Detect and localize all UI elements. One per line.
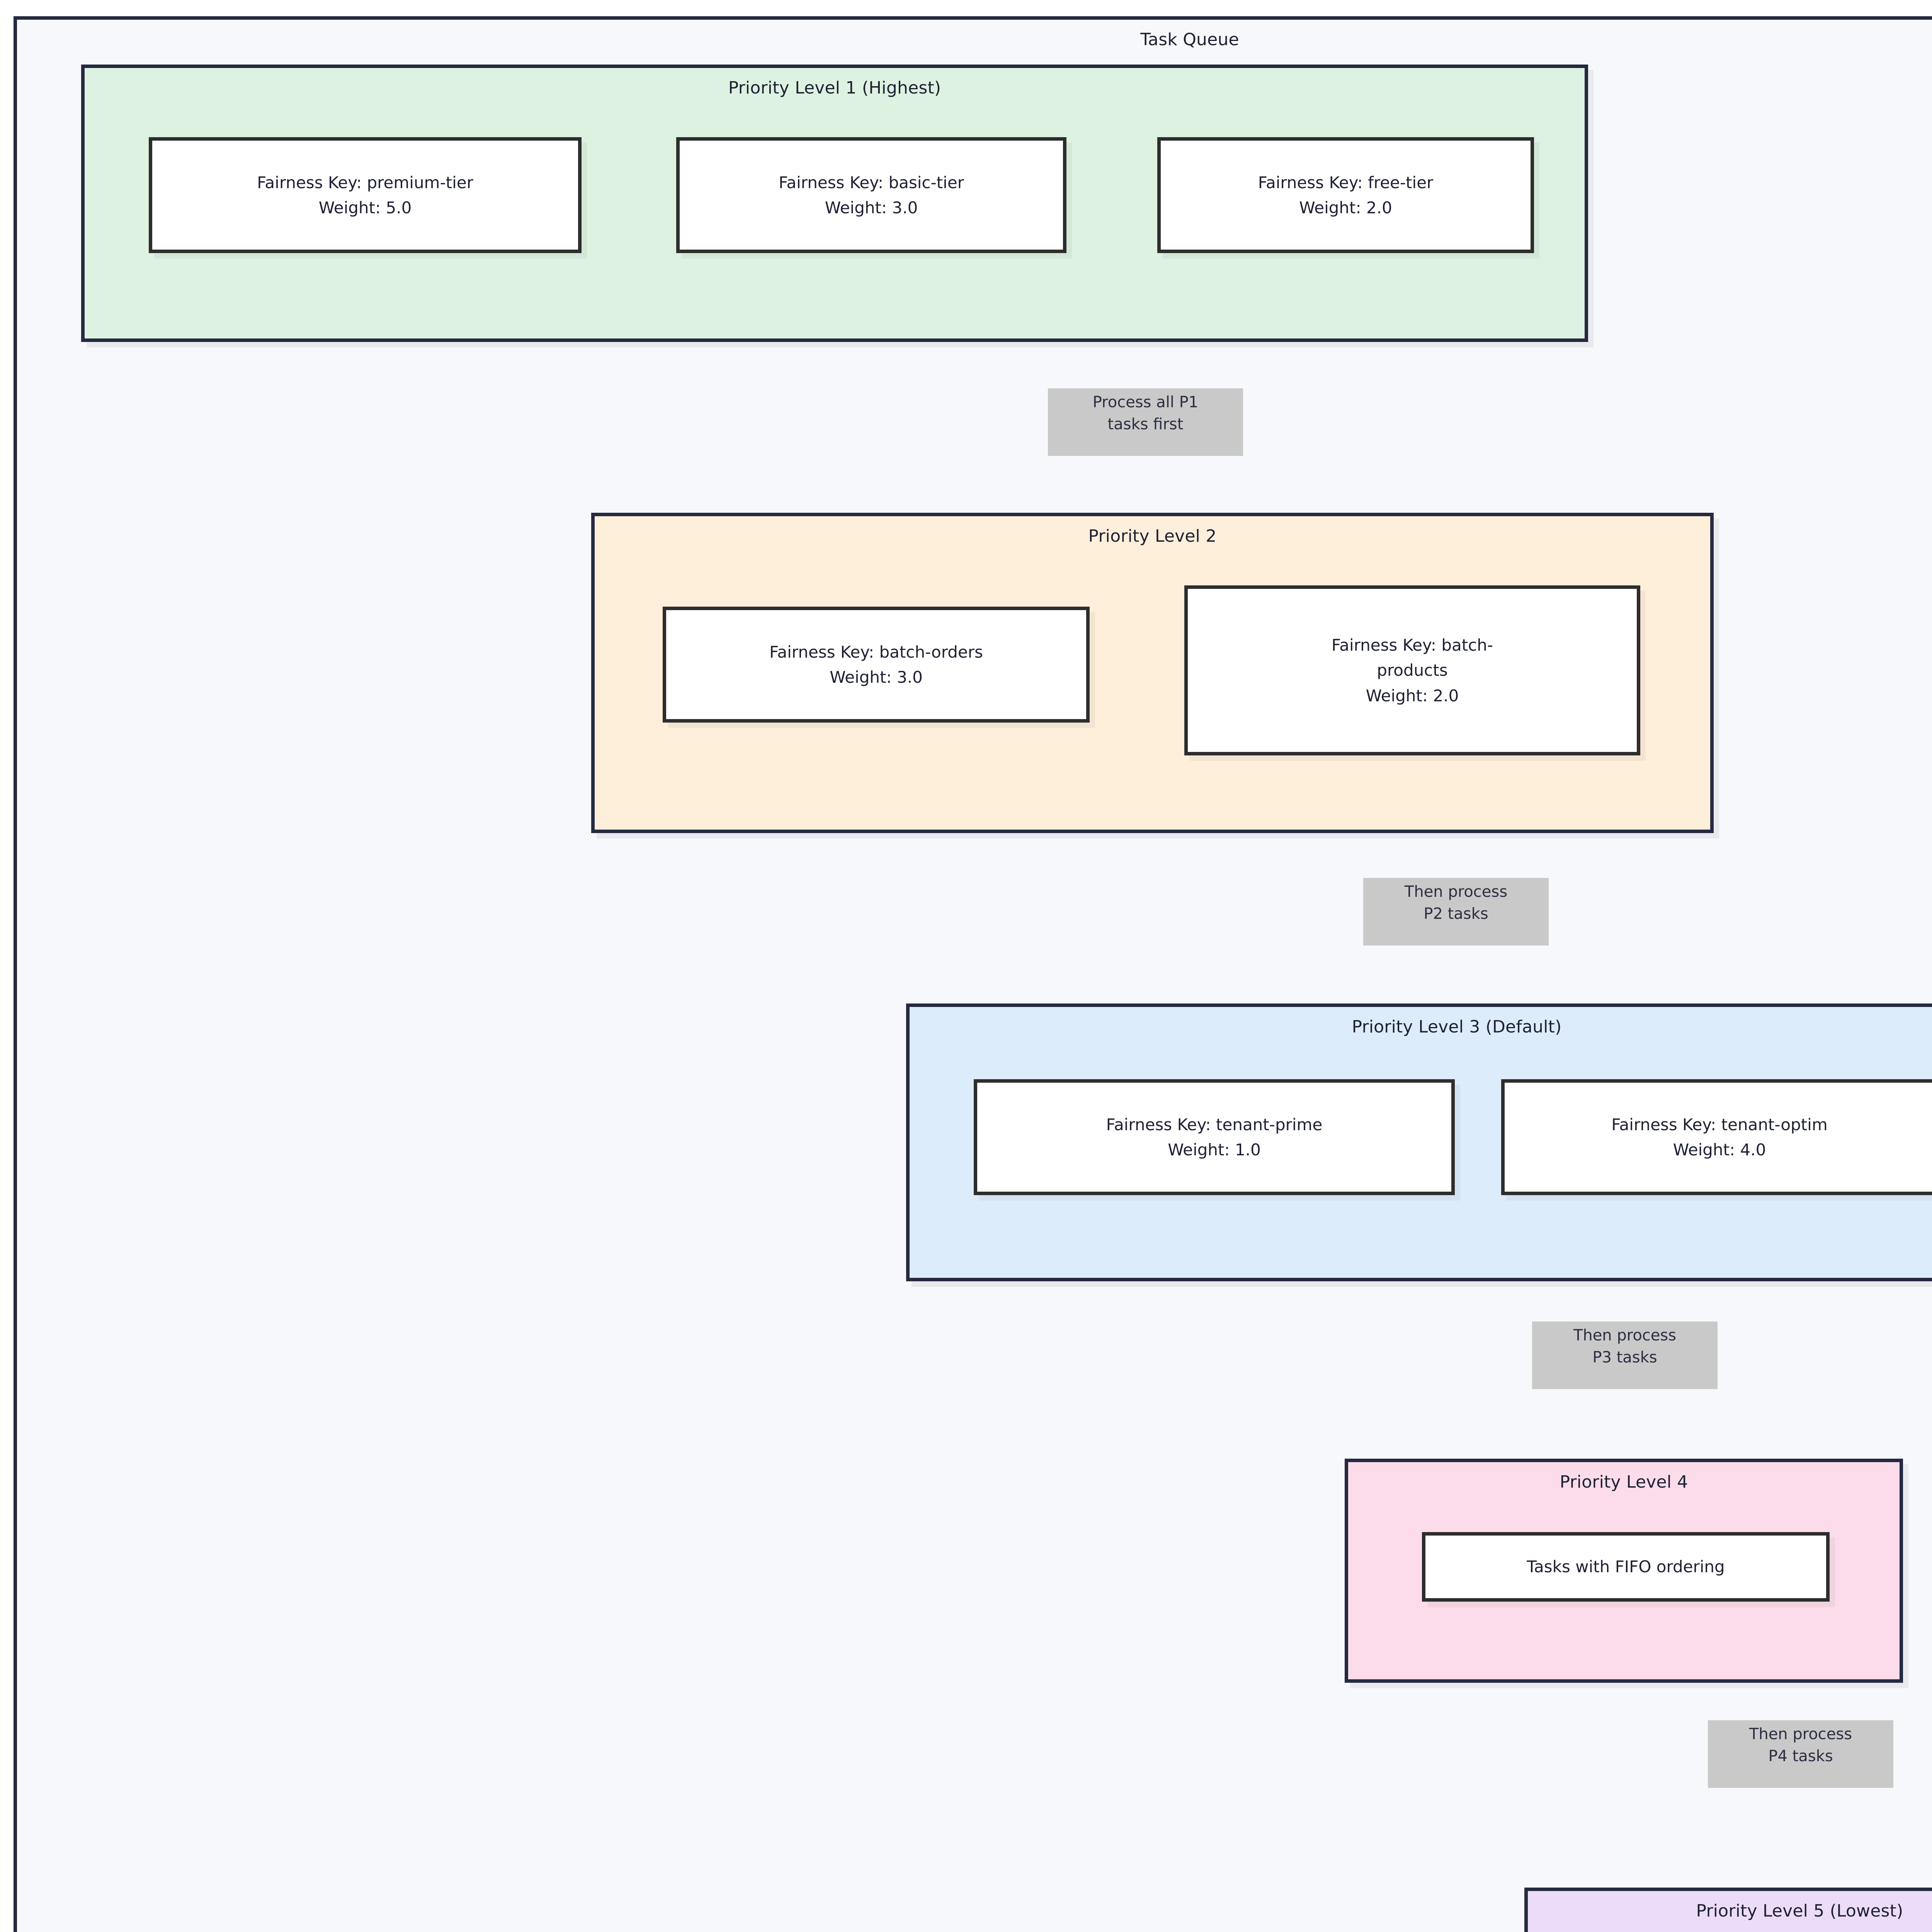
fairness-key-label: Fairness Key: tenant-prime [1106, 1115, 1323, 1134]
fairness-key-box-batch-orders[interactable]: Fairness Key: batch-orders Weight: 3.0 [663, 607, 1090, 723]
edge-label-line2: P2 tasks [1423, 905, 1488, 923]
fairness-key-label: Fairness Key: batch- [1331, 636, 1493, 655]
edge-label-then-process-p4: Then process P4 tasks [1708, 1720, 1893, 1788]
edge-label-line1: Process all P1 [1092, 393, 1199, 411]
cluster-title-task-queue: Task Queue [1140, 30, 1239, 49]
fifo-tasks-box-p4[interactable]: Tasks with FIFO ordering [1422, 1532, 1830, 1602]
weight-label: Weight: 3.0 [830, 668, 923, 687]
weight-label: Weight: 5.0 [318, 198, 412, 217]
edge-label-line2: tasks first [1107, 415, 1184, 433]
edge-label-line2: P3 tasks [1592, 1348, 1657, 1366]
fairness-key-label: Fairness Key: basic-tier [779, 173, 964, 192]
weight-label: Weight: 2.0 [1299, 198, 1392, 217]
weight-label: Weight: 1.0 [1168, 1140, 1261, 1159]
cluster-title-priority-level-4: Priority Level 4 [1560, 1472, 1688, 1492]
edge-label-line1: Then process [1404, 883, 1508, 901]
weight-label: Weight: 2.0 [1366, 686, 1459, 705]
cluster-priority-level-5[interactable]: Priority Level 5 (Lowest) [1524, 1888, 1932, 1932]
cluster-title-priority-level-1: Priority Level 1 (Highest) [728, 78, 941, 98]
cluster-title-priority-level-2: Priority Level 2 [1088, 526, 1217, 546]
fairness-key-label-cont: products [1377, 661, 1448, 680]
fairness-key-label: Fairness Key: premium-tier [257, 173, 473, 192]
fairness-key-label: Fairness Key: free-tier [1258, 173, 1434, 192]
fairness-key-label: Fairness Key: batch-orders [769, 642, 983, 662]
fairness-key-box-tenant-optim[interactable]: Fairness Key: tenant-optim Weight: 4.0 [1501, 1079, 1932, 1195]
edge-label-then-process-p2: Then process P2 tasks [1363, 878, 1549, 946]
cluster-title-priority-level-3: Priority Level 3 (Default) [1352, 1017, 1562, 1037]
cluster-title-priority-level-5: Priority Level 5 (Lowest) [1696, 1901, 1903, 1921]
fairness-key-box-free-tier[interactable]: Fairness Key: free-tier Weight: 2.0 [1157, 137, 1534, 253]
edge-label-line1: Then process [1749, 1725, 1852, 1743]
fairness-key-box-basic-tier[interactable]: Fairness Key: basic-tier Weight: 3.0 [676, 137, 1066, 253]
fairness-key-box-batch-products[interactable]: Fairness Key: batch- products Weight: 2.… [1184, 585, 1640, 755]
edge-label-then-process-p3: Then process P3 tasks [1532, 1321, 1718, 1389]
edge-label-process-all-p1: Process all P1 tasks first [1048, 388, 1243, 456]
weight-label: Weight: 4.0 [1673, 1140, 1766, 1159]
edge-label-line1: Then process [1573, 1327, 1677, 1344]
weight-label: Weight: 3.0 [825, 198, 918, 217]
fairness-key-label: Fairness Key: tenant-optim [1611, 1115, 1828, 1134]
fairness-key-box-tenant-prime[interactable]: Fairness Key: tenant-prime Weight: 1.0 [974, 1079, 1455, 1195]
edge-label-line2: P4 tasks [1768, 1747, 1833, 1765]
fairness-key-box-premium-tier[interactable]: Fairness Key: premium-tier Weight: 5.0 [149, 137, 582, 253]
fifo-tasks-label: Tasks with FIFO ordering [1527, 1557, 1725, 1577]
